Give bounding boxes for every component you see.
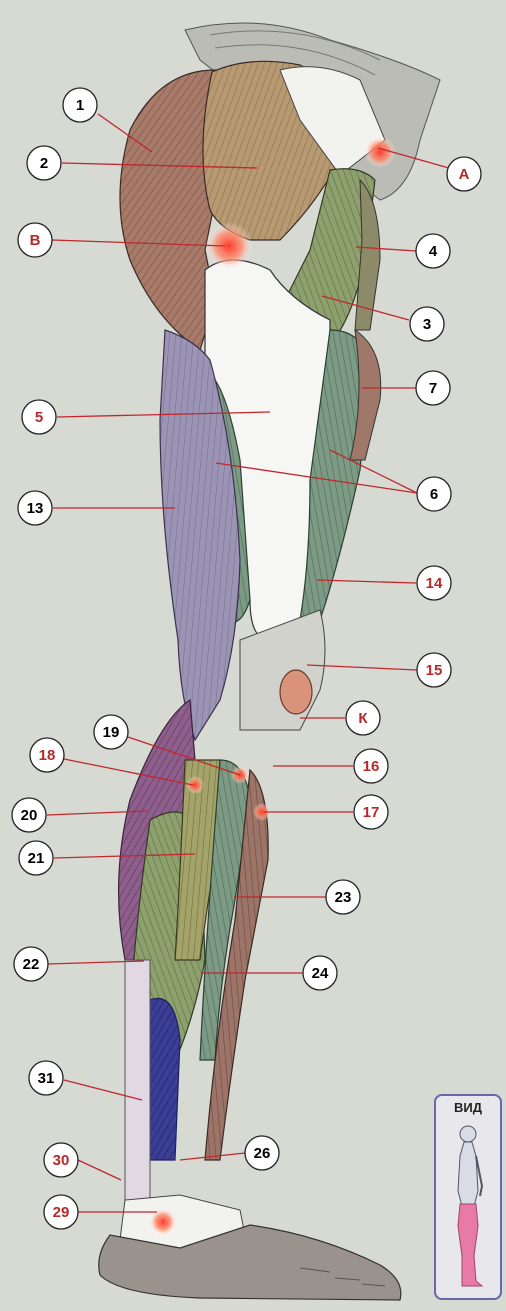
- patella: [280, 670, 312, 714]
- callout-23: 23: [326, 880, 360, 914]
- callout-1: 1: [63, 88, 97, 122]
- callout-label: 30: [53, 1152, 70, 1169]
- callout-26: 26: [245, 1136, 279, 1170]
- callout-label: 24: [312, 965, 329, 982]
- callout-label: 7: [429, 380, 437, 397]
- callout-4: 4: [416, 234, 450, 268]
- callout-label: 23: [335, 889, 352, 906]
- view-inset: ВИД: [434, 1094, 502, 1300]
- callout-label: 13: [27, 500, 44, 517]
- callout-label: 3: [423, 316, 431, 333]
- callout-label: В: [30, 232, 41, 249]
- callout-label: 14: [426, 575, 443, 592]
- human-figure-icon: [436, 1096, 500, 1298]
- callout-label: 17: [363, 804, 380, 821]
- callout-19: 19: [94, 715, 128, 749]
- callout-k: К: [346, 701, 380, 735]
- callout-24: 24: [303, 956, 337, 990]
- callout-label: К: [358, 710, 368, 727]
- callout-3: 3: [410, 307, 444, 341]
- callout-18: 18: [30, 738, 64, 772]
- callout-label: 18: [39, 747, 56, 764]
- callout-20: 20: [12, 798, 46, 832]
- knee-region: [240, 610, 325, 730]
- callout-label: 6: [430, 486, 438, 503]
- callout-7: 7: [416, 371, 450, 405]
- achilles-tendon: [125, 960, 150, 1230]
- callout-5: 5: [22, 400, 56, 434]
- callout-label: 20: [21, 807, 38, 824]
- callout-31: 31: [29, 1061, 63, 1095]
- callout-label: 5: [35, 409, 43, 426]
- callout-label: 29: [53, 1204, 70, 1221]
- callout-label: 31: [38, 1070, 55, 1087]
- callout-label: 22: [23, 956, 40, 973]
- callout-14: 14: [417, 566, 451, 600]
- callout-label: 21: [28, 850, 45, 867]
- callout-29: 29: [44, 1195, 78, 1229]
- callout-2: 2: [27, 146, 61, 180]
- callout-16: 16: [354, 749, 388, 783]
- callout-label: А: [459, 166, 470, 183]
- callout-b: В: [18, 223, 52, 257]
- callout-13: 13: [18, 491, 52, 525]
- callout-15: 15: [417, 653, 451, 687]
- callout-30: 30: [44, 1143, 78, 1177]
- callout-label: 1: [76, 97, 84, 114]
- callout-label: 4: [429, 243, 438, 260]
- callout-label: 2: [40, 155, 48, 172]
- callout-22: 22: [14, 947, 48, 981]
- hotspot-18: [186, 776, 204, 794]
- callout-6: 6: [417, 477, 451, 511]
- callout-17: 17: [354, 795, 388, 829]
- callout-label: 15: [426, 662, 443, 679]
- callout-label: 16: [363, 758, 380, 775]
- callout-21: 21: [19, 841, 53, 875]
- callout-label: 26: [254, 1145, 271, 1162]
- callout-label: 19: [103, 724, 120, 741]
- callout-a: А: [447, 157, 481, 191]
